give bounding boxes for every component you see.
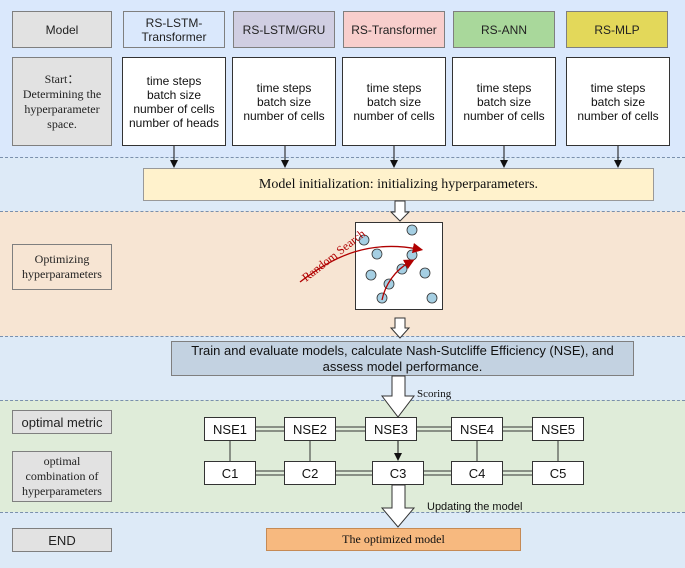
updating-label: Updating the model: [427, 501, 523, 513]
param-space-rs-lstm-gru: time steps batch size number of cells: [232, 57, 336, 146]
start-label: Start： Determining the hyperparameter sp…: [12, 57, 112, 146]
block-arrow: [389, 200, 411, 222]
model-header-rs-lstm-transformer: RS-LSTM- Transformer: [123, 11, 225, 48]
search-curve: [381, 259, 415, 301]
random-search-label: Random Search: [299, 226, 368, 284]
model-header-rs-transformer: RS-Transformer: [343, 11, 445, 48]
sample-dot: [406, 249, 418, 261]
sample-dot: [365, 269, 377, 281]
optimal-metric-label: optimal metric: [12, 410, 112, 434]
block-arrow: [380, 375, 416, 418]
search-curve: [299, 242, 424, 283]
vertical-links: [229, 441, 559, 461]
param-space-rs-lstm-transformer: time steps batch size number of cells nu…: [122, 57, 226, 146]
combo-box-2: C2: [284, 461, 336, 485]
model-initialization-box: Model initialization: initializing hyper…: [143, 168, 654, 201]
model-label: Model: [12, 11, 112, 48]
sample-dot: [419, 267, 431, 279]
train-evaluate-box: Train and evaluate models, calculate Nas…: [171, 341, 634, 376]
block-arrow: [380, 484, 416, 528]
optimal-combination-label: optimal combination of hyperparameters: [12, 451, 112, 502]
nse-box-2: NSE2: [284, 417, 336, 441]
sample-dot: [371, 248, 383, 260]
optimizing-band: [0, 211, 685, 336]
param-space-rs-mlp: time steps batch size number of cells: [566, 57, 670, 146]
model-header-rs-lstm-gru: RS-LSTM/GRU: [233, 11, 335, 48]
divider: [0, 400, 685, 401]
combo-box-3: C3: [372, 461, 424, 485]
divider: [0, 512, 685, 513]
end-label: END: [12, 528, 112, 552]
optimized-model-box: The optimized model: [266, 528, 521, 551]
combo-links: [256, 470, 532, 476]
nse-box-1: NSE1: [204, 417, 256, 441]
scoring-label: Scoring: [417, 388, 452, 400]
sample-dot: [426, 292, 438, 304]
divider: [0, 157, 685, 158]
combo-box-1: C1: [204, 461, 256, 485]
divider: [0, 336, 685, 337]
model-header-rs-ann: RS-ANN: [453, 11, 555, 48]
search-dots: [358, 224, 438, 304]
sample-dot: [406, 224, 418, 236]
param-space-rs-ann: time steps batch size number of cells: [452, 57, 556, 146]
nse-box-4: NSE4: [451, 417, 503, 441]
param-space-rs-transformer: time steps batch size number of cells: [342, 57, 446, 146]
nse-box-3: NSE3: [365, 417, 417, 441]
block-arrow: [389, 317, 411, 339]
divider: [0, 211, 685, 212]
combo-box-4: C4: [451, 461, 503, 485]
nse-links: [256, 426, 532, 432]
nse-box-5: NSE5: [532, 417, 584, 441]
sample-dot: [358, 234, 370, 246]
model-header-rs-mlp: RS-MLP: [566, 11, 668, 48]
optimizing-label: Optimizing hyperparameters: [12, 244, 112, 290]
sample-dot: [396, 263, 408, 275]
combo-box-5: C5: [532, 461, 584, 485]
